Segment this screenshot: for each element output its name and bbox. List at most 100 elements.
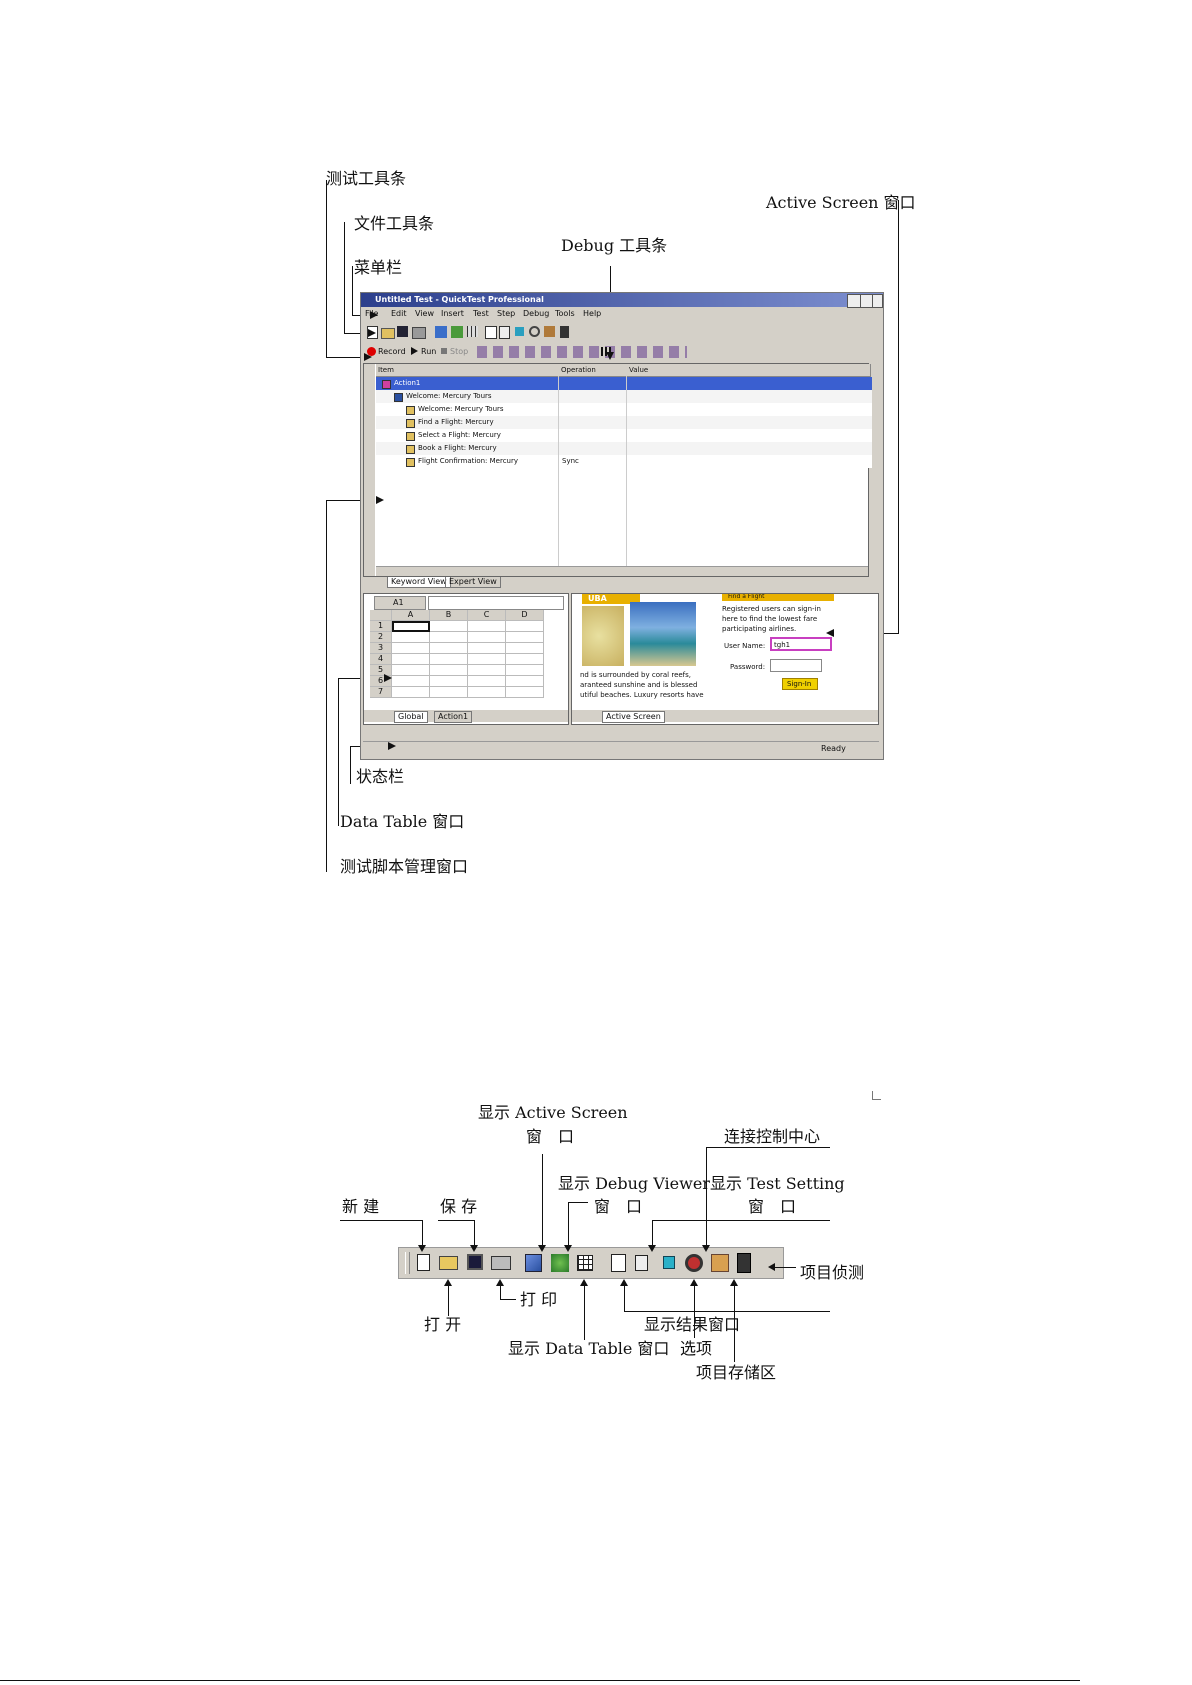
data-cell[interactable] [392,676,430,687]
object-repository-icon[interactable] [711,1254,729,1272]
menu-test[interactable]: Test [473,309,489,318]
close-button[interactable] [872,294,883,308]
data-cell[interactable] [392,632,430,643]
data-cell[interactable] [468,687,506,698]
run-button[interactable]: Run [421,347,437,356]
data-cell[interactable] [430,665,468,676]
stop-icon[interactable] [441,348,447,354]
stop-button[interactable]: Stop [450,347,469,356]
debug-viewer-icon[interactable] [551,1254,569,1272]
data-cell[interactable] [506,676,544,687]
data-cell[interactable] [430,676,468,687]
header-value[interactable]: Value [627,364,871,377]
menu-tools[interactable]: Tools [555,309,575,318]
row-header[interactable]: 7 [370,687,392,698]
data-cell[interactable] [430,632,468,643]
step-icons[interactable] [477,346,687,358]
tree-row[interactable]: Welcome: Mercury Tours [376,390,872,403]
password-input[interactable] [770,659,822,672]
data-cell[interactable] [468,632,506,643]
data-cell[interactable] [392,665,430,676]
data-cell[interactable] [392,621,430,632]
print-icon[interactable] [491,1256,511,1270]
data-cell[interactable] [506,665,544,676]
data-cell[interactable] [430,687,468,698]
data-cell[interactable] [430,654,468,665]
column-header[interactable]: C [468,610,506,621]
results-icon[interactable] [485,326,497,339]
open-icon[interactable] [439,1256,458,1270]
data-table-icon[interactable] [577,1255,593,1271]
test-setting-icon[interactable] [635,1255,648,1271]
record-icon[interactable] [367,347,376,356]
data-cell[interactable] [468,654,506,665]
tab-action1[interactable]: Action1 [434,711,473,723]
data-cell[interactable] [392,643,430,654]
data-cell[interactable] [392,687,430,698]
row-header[interactable]: 1 [370,621,392,632]
data-cell[interactable] [430,621,468,632]
data-cell[interactable] [506,632,544,643]
tab-keyword-view[interactable]: Keyword View [387,577,451,588]
run-icon[interactable] [411,347,418,355]
row-header[interactable]: 4 [370,654,392,665]
control-center-icon[interactable] [529,326,540,337]
data-cell[interactable] [506,643,544,654]
menu-view[interactable]: View [415,309,434,318]
column-header[interactable]: D [506,610,544,621]
signin-button[interactable]: Sign-In [782,678,818,690]
tree-row[interactable]: Welcome: Mercury Tours [376,403,872,416]
header-operation[interactable]: Operation [559,364,628,377]
data-cell[interactable] [506,687,544,698]
row-header[interactable]: 2 [370,632,392,643]
tree-row[interactable]: Action1 [376,377,872,390]
object-spy-icon[interactable] [560,326,569,338]
header-item[interactable]: Item [376,364,560,377]
debug-viewer-icon[interactable] [451,326,463,338]
horizontal-scrollbar[interactable] [376,566,868,576]
pause-icon[interactable] [601,347,611,356]
data-cell[interactable] [468,621,506,632]
tab-global[interactable]: Global [394,711,428,723]
data-cell[interactable] [506,621,544,632]
save-icon[interactable] [467,1254,483,1270]
column-header[interactable]: A [392,610,430,621]
object-spy-icon[interactable] [737,1253,751,1273]
menu-insert[interactable]: Insert [441,309,464,318]
username-input[interactable]: tgh1 [770,637,832,651]
formula-input[interactable] [428,596,564,610]
tree-row[interactable]: Select a Flight: Mercury [376,429,872,442]
data-cell[interactable] [468,643,506,654]
test-setting-icon[interactable] [499,326,510,339]
active-screen-icon[interactable] [435,326,447,338]
record-button[interactable]: Record [378,347,406,356]
tab-active-screen[interactable]: Active Screen [602,711,665,723]
menu-edit[interactable]: Edit [391,309,407,318]
tree-row[interactable]: Book a Flight: Mercury [376,442,872,455]
data-cell[interactable] [468,665,506,676]
open-icon[interactable] [381,328,395,339]
tab-expert-view[interactable]: Expert View [445,577,501,588]
save-icon[interactable] [397,326,408,337]
options-icon[interactable] [515,327,524,336]
menu-debug[interactable]: Debug [523,309,550,318]
print-icon[interactable] [412,327,426,339]
results-icon[interactable] [611,1254,626,1272]
menu-help[interactable]: Help [583,309,602,318]
new-icon[interactable] [417,1254,430,1271]
data-cell[interactable] [506,654,544,665]
row-header[interactable]: 3 [370,643,392,654]
data-cell[interactable] [468,676,506,687]
control-center-icon[interactable] [685,1254,703,1272]
row-header[interactable]: 5 [370,665,392,676]
minimize-button[interactable] [847,294,861,308]
data-cell[interactable] [430,643,468,654]
data-table-icon[interactable] [467,326,478,337]
data-cell[interactable] [392,654,430,665]
object-repository-icon[interactable] [544,326,555,337]
tree-row[interactable]: Find a Flight: Mercury [376,416,872,429]
active-screen-icon[interactable] [525,1254,542,1272]
column-header[interactable]: B [430,610,468,621]
menu-step[interactable]: Step [497,309,516,318]
